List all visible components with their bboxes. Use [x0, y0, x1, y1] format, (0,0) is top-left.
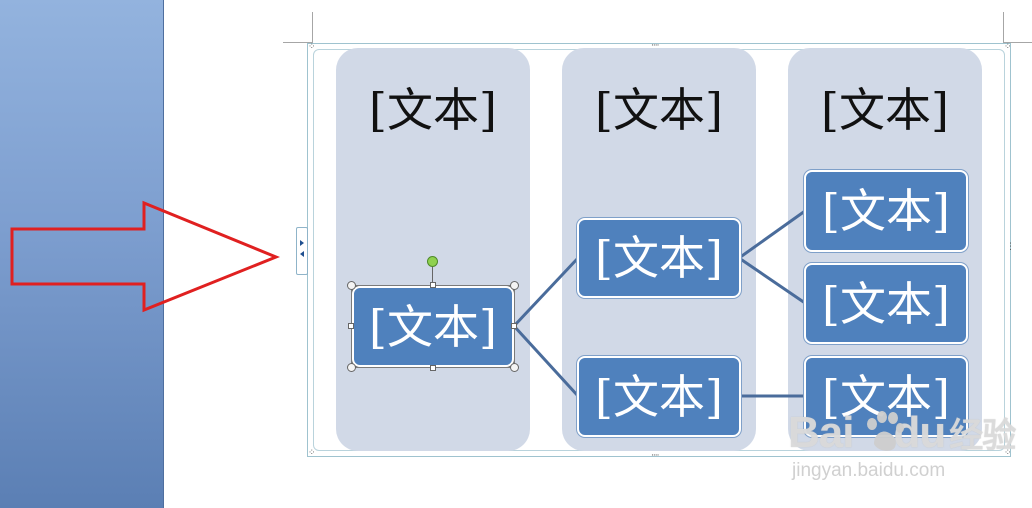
margin-mark [1003, 12, 1004, 44]
smartart-node-right-3[interactable]: [文本] [804, 356, 968, 437]
smartart-node-root[interactable]: [文本] [352, 286, 514, 367]
canvas-resize-handle[interactable]: ⁘ [308, 448, 315, 458]
resize-handle-top[interactable] [430, 282, 436, 288]
margin-mark [283, 42, 313, 43]
resize-handle-bottom[interactable] [430, 365, 436, 371]
watermark-url: jingyan.baidu.com [792, 460, 946, 481]
rotate-handle-stem [432, 266, 433, 285]
canvas-resize-handle[interactable]: ⁘ [308, 42, 315, 52]
watermark-logo-right: du [893, 408, 946, 457]
watermark-logo-cn: 经验 [949, 416, 1016, 456]
hierarchy-column-1 [336, 48, 530, 451]
canvas-resize-handle[interactable]: ⋮ [1006, 242, 1015, 252]
resize-handle-top-left[interactable] [347, 281, 356, 290]
column-heading-1[interactable]: [文本] [369, 83, 497, 137]
text-pane-toggle-button[interactable] [296, 227, 308, 275]
column-heading-3[interactable]: [文本] [821, 83, 949, 137]
paw-icon [867, 411, 904, 451]
column-heading-2[interactable]: [文本] [595, 83, 723, 137]
resize-handle-top-right[interactable] [510, 281, 519, 290]
margin-mark [1003, 42, 1032, 43]
smartart-node-right-2[interactable]: [文本] [804, 263, 968, 344]
expand-arrow-icon [300, 240, 304, 246]
smartart-node-mid-top[interactable]: [文本] [577, 218, 741, 298]
resize-handle-bottom-right[interactable] [510, 363, 519, 372]
canvas-resize-handle[interactable]: ···· [651, 451, 660, 461]
margin-mark [312, 12, 313, 44]
smartart-node-mid-bottom[interactable]: [文本] [577, 356, 741, 437]
resize-handle-right[interactable] [511, 323, 517, 329]
smartart-node-right-1[interactable]: [文本] [804, 170, 968, 252]
collapse-arrow-icon [300, 251, 304, 257]
resize-handle-left[interactable] [348, 323, 354, 329]
left-navigation-panel [0, 0, 164, 508]
rotate-handle[interactable] [427, 256, 438, 267]
watermark-logo-left: Bai [788, 408, 854, 457]
canvas-resize-handle[interactable]: ···· [651, 41, 660, 51]
canvas-resize-handle[interactable]: ⁘ [1004, 448, 1011, 458]
canvas-resize-handle[interactable]: ⁘ [1004, 42, 1011, 52]
resize-handle-bottom-left[interactable] [347, 363, 356, 372]
